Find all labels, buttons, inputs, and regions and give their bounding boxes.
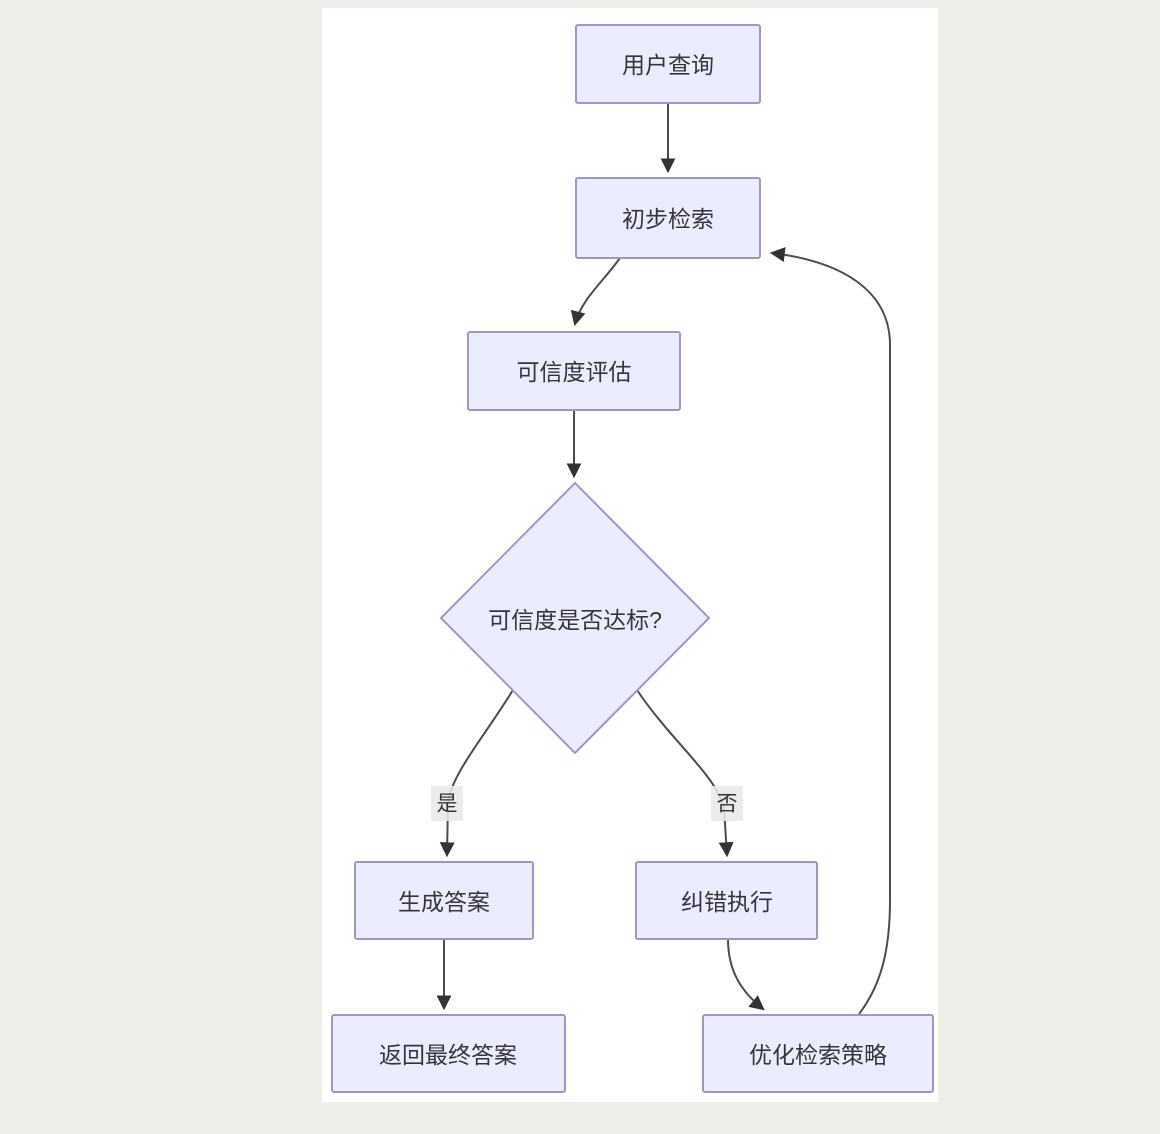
edge-label-yes-background	[431, 786, 463, 821]
node-optimize-retrieval: 优化检索策略	[702, 1014, 934, 1093]
node-initial-retrieval-shape	[575, 177, 761, 259]
node-generate-answer: 生成答案	[354, 861, 534, 940]
edge-label-yes-text: 是	[437, 793, 458, 816]
edge-labels-layer: 是 否	[431, 786, 743, 821]
node-optimize-retrieval-label: 优化检索策略	[749, 1042, 887, 1068]
node-error-correction-label: 纠错执行	[681, 889, 773, 915]
node-generate-answer-label: 生成答案	[398, 889, 490, 915]
edge-optimize-retrieval-loop-to-initial-retrieval	[769, 247, 891, 1015]
node-credibility-check-decision: 可信度是否达标?	[439, 481, 711, 755]
edge-label-no-text: 否	[717, 793, 738, 816]
edge-label-yes: 是	[431, 786, 463, 821]
edge-initial-retrieval-to-credibility-assessment	[570, 257, 621, 327]
nodes-layer: 用户查询 初步检索 可信度评估 可信度是否达标? 生成答案 纠错执行	[331, 24, 934, 1093]
node-error-correction-shape	[635, 861, 818, 940]
node-initial-retrieval: 初步检索	[575, 177, 761, 259]
node-optimize-retrieval-shape	[702, 1014, 934, 1093]
edge-label-no: 否	[711, 786, 743, 821]
node-user-query-shape	[575, 24, 761, 104]
edge-error-correction-to-optimize-retrieval	[727, 938, 765, 1011]
node-return-final-answer: 返回最终答案	[331, 1014, 566, 1093]
node-user-query: 用户查询	[575, 24, 761, 104]
node-generate-answer-shape	[354, 861, 534, 940]
node-credibility-check-label: 可信度是否达标?	[488, 607, 662, 633]
node-user-query-label: 用户查询	[622, 52, 714, 78]
node-credibility-assessment-label: 可信度评估	[517, 359, 632, 385]
node-error-correction: 纠错执行	[635, 861, 818, 940]
node-return-final-answer-shape	[331, 1014, 566, 1093]
node-credibility-assessment-shape	[467, 331, 681, 411]
node-initial-retrieval-label: 初步检索	[622, 206, 714, 232]
edges-layer	[436, 103, 891, 1015]
node-credibility-assessment: 可信度评估	[467, 331, 681, 411]
edge-label-no-background	[711, 786, 743, 821]
node-credibility-check-shape	[439, 481, 711, 755]
node-return-final-answer-label: 返回最终答案	[379, 1042, 517, 1068]
